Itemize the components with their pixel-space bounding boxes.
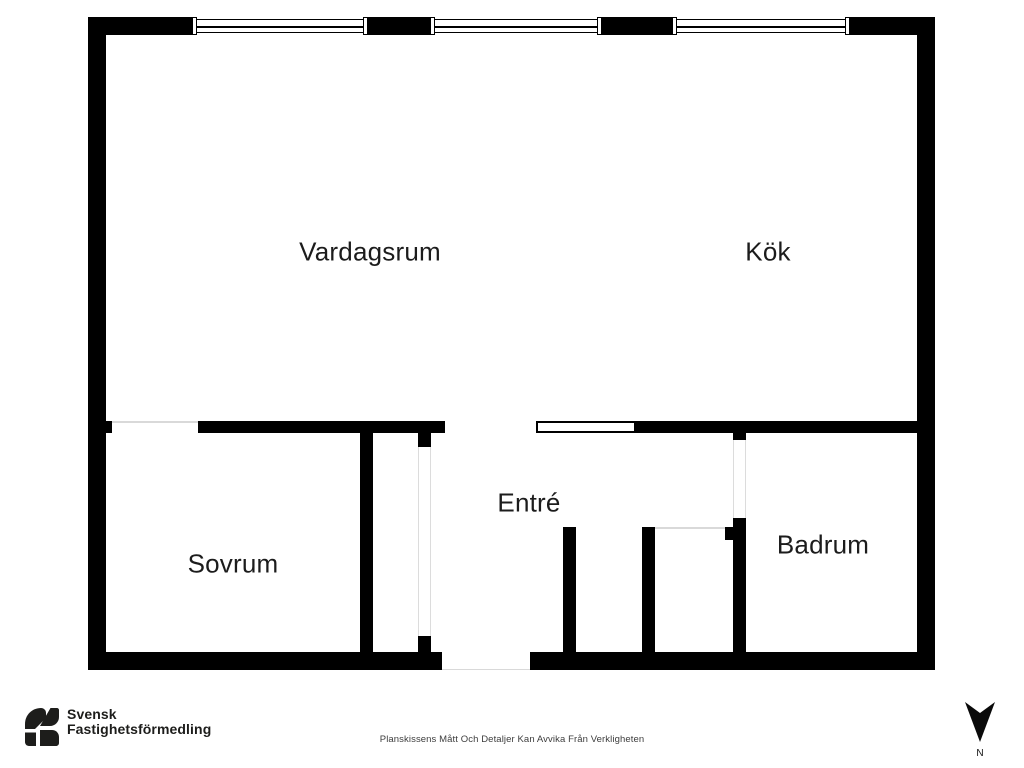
entrance-threshold-line [442, 668, 530, 670]
window-jamb [430, 17, 435, 35]
window-glass [197, 19, 363, 33]
window-jamb [597, 17, 602, 35]
room-label-sovrum: Sovrum [187, 548, 279, 579]
window-icon [430, 17, 602, 35]
wall-right [917, 17, 935, 670]
sf-logo-icon [25, 708, 59, 746]
wall-badrum-notch [725, 527, 733, 540]
room-label-vardagsrum: Vardagsrum [299, 236, 441, 267]
disclaimer-text: Planskissens Mått Och Detaljer Kan Avvik… [379, 734, 645, 745]
window-icon [192, 17, 368, 35]
compass: N [962, 702, 998, 759]
entre-door-opening [418, 447, 431, 636]
wall-left [88, 17, 106, 670]
wall-badrum-stub-top [733, 433, 746, 440]
north-arrow-icon [965, 702, 995, 742]
window-jamb [845, 17, 850, 35]
sovrum-door-opening [112, 421, 198, 423]
window-glass [435, 19, 597, 33]
brand-name-line1: Svensk [67, 706, 117, 722]
wall-entre-stub-top [418, 433, 431, 447]
wall-middle-right [636, 421, 917, 433]
wall-middle-stub-left [106, 421, 112, 433]
interior-window [536, 421, 636, 433]
closet-front-line [655, 527, 725, 529]
room-label-kok: Kök [745, 236, 791, 267]
brand-logo: Svensk Fastighetsförmedling [24, 707, 211, 747]
window-icon [672, 17, 850, 35]
window-jamb [192, 17, 197, 35]
compass-label: N [976, 748, 984, 759]
window-jamb [363, 17, 368, 35]
entrance-door-opening [442, 652, 530, 670]
window-jamb [672, 17, 677, 35]
wall-closet-left [563, 527, 576, 652]
room-label-entre: Entré [497, 487, 561, 518]
wall-closet-right [642, 527, 655, 652]
wall-sovrum-right [360, 433, 373, 652]
wall-badrum-left [733, 518, 746, 652]
wall-middle-left [198, 421, 445, 433]
badrum-door-opening [733, 440, 746, 518]
room-label-badrum: Badrum [776, 529, 870, 560]
wall-entre-stub-bottom [418, 636, 431, 652]
brand-name-line2: Fastighetsförmedling [67, 721, 212, 737]
window-glass [677, 19, 845, 33]
